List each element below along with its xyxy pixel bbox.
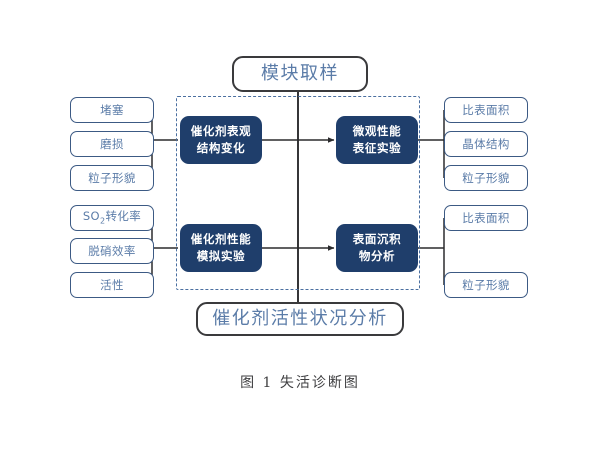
process-surface-deposit-analysis[interactable]: 表面沉积 物分析 xyxy=(336,224,418,272)
top-node-label: 模块取样 xyxy=(261,62,339,84)
process-line-1: 催化剂表观 xyxy=(190,124,252,139)
process-line-1: 微观性能 xyxy=(352,124,402,139)
so2-prefix: SO xyxy=(82,209,100,224)
leaf-specific-surface-area-right-top[interactable]: 比表面积 xyxy=(444,97,528,123)
top-node-module-sampling[interactable]: 模块取样 xyxy=(232,56,368,92)
leaf-crystal-structure[interactable]: 晶体结构 xyxy=(444,131,528,157)
leaf-label: 粒子形貌 xyxy=(462,277,510,292)
process-catalyst-performance-simulation[interactable]: 催化剂性能 模拟实验 xyxy=(180,224,262,272)
so2-subscript: 2 xyxy=(99,216,106,226)
bottom-node-label: 催化剂活性状况分析 xyxy=(212,307,388,329)
leaf-specific-surface-area-right-bottom[interactable]: 比表面积 xyxy=(444,205,528,231)
process-line-2: 表征实验 xyxy=(352,141,402,155)
process-line-2: 模拟实验 xyxy=(196,249,246,263)
leaf-label: 晶体结构 xyxy=(462,136,510,151)
leaf-abrasion[interactable]: 磨损 xyxy=(70,131,154,157)
leaf-so2-conversion-rate[interactable]: SO2转化率 xyxy=(70,205,154,231)
process-line-2: 物分析 xyxy=(358,249,396,263)
leaf-label: 比表面积 xyxy=(462,210,510,225)
leaf-label: 活性 xyxy=(100,277,124,292)
process-apparent-structure-change[interactable]: 催化剂表观 结构变化 xyxy=(180,116,262,164)
leaf-label: 堵塞 xyxy=(100,102,124,117)
leaf-label: 粒子形貌 xyxy=(462,170,510,185)
leaf-particle-morphology-right-top[interactable]: 粒子形貌 xyxy=(444,165,528,191)
leaf-label: SO2转化率 xyxy=(83,209,141,226)
leaf-particle-morphology-left-top[interactable]: 粒子形貌 xyxy=(70,165,154,191)
process-micro-performance-characterization[interactable]: 微观性能 表征实验 xyxy=(336,116,418,164)
so2-suffix: 转化率 xyxy=(105,209,142,224)
leaf-label: 粒子形貌 xyxy=(88,170,136,185)
leaf-blockage[interactable]: 堵塞 xyxy=(70,97,154,123)
process-line-1: 表面沉积 xyxy=(352,232,402,247)
leaf-label: 磨损 xyxy=(100,136,124,151)
process-line-1: 催化剂性能 xyxy=(190,232,252,247)
leaf-label: 脱硝效率 xyxy=(88,243,136,258)
bottom-node-catalyst-activity-analysis[interactable]: 催化剂活性状况分析 xyxy=(196,302,404,336)
sampling-scope-container xyxy=(176,96,420,290)
leaf-denitrification-efficiency[interactable]: 脱硝效率 xyxy=(70,238,154,264)
leaf-particle-morphology-right-bottom[interactable]: 粒子形貌 xyxy=(444,272,528,298)
process-line-2: 结构变化 xyxy=(196,141,246,155)
figure-caption: 图 1 失活诊断图 xyxy=(240,375,360,391)
leaf-activity[interactable]: 活性 xyxy=(70,272,154,298)
leaf-label: 比表面积 xyxy=(462,102,510,117)
